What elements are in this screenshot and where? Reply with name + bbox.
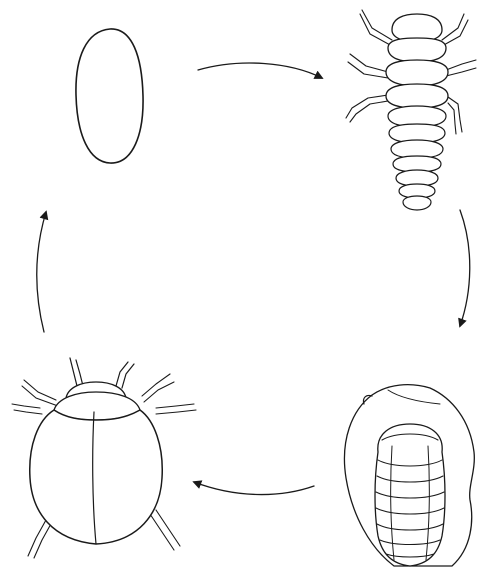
egg-icon [76,29,143,163]
arrow-egg-to-larva [198,63,322,78]
ladybug-adult-icon [12,358,196,558]
arrow-larva-to-pupa [460,210,470,326]
arrow-adult-to-egg [37,212,46,332]
pupa-icon [344,385,474,566]
larva-icon [346,10,476,210]
arrow-pupa-to-adult [194,482,314,495]
